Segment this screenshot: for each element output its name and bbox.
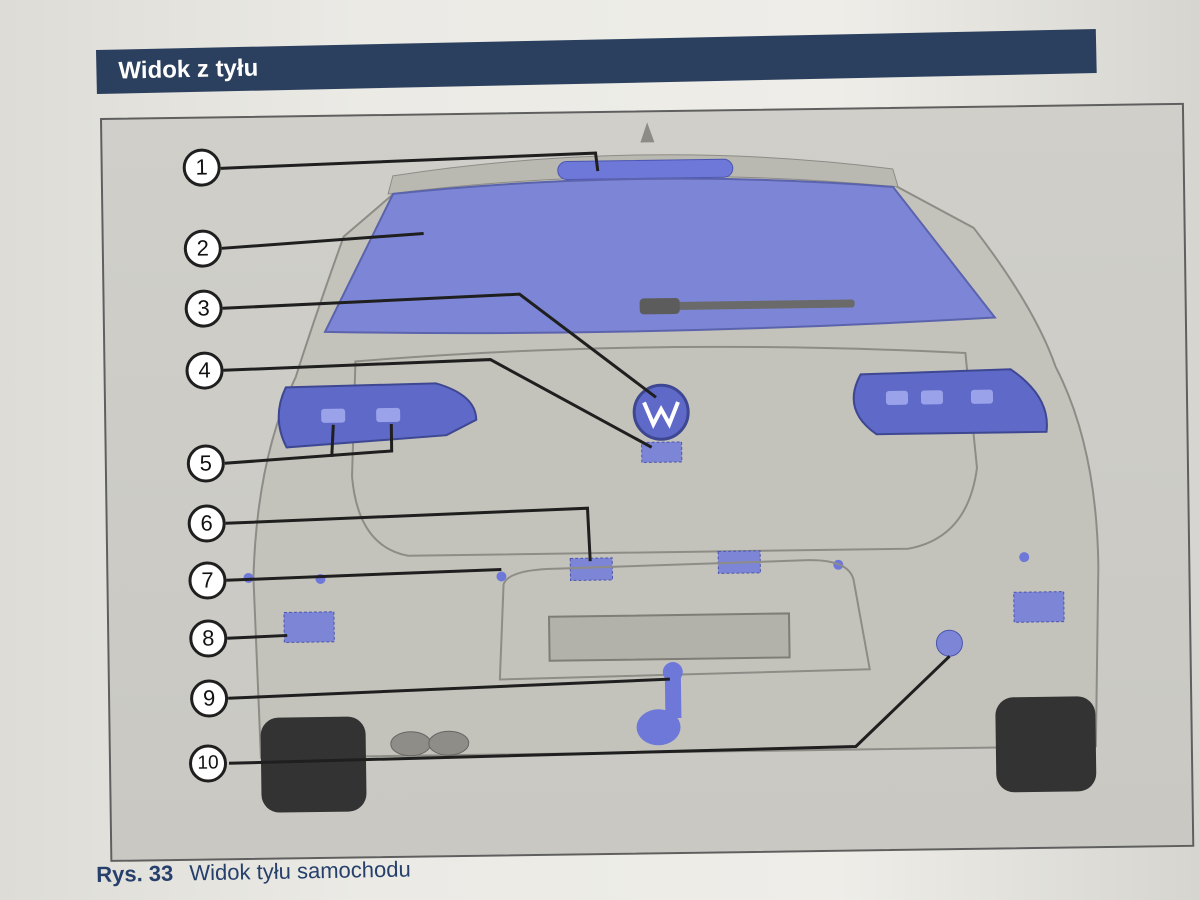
leader-1 [220,151,600,172]
leader-4 [223,358,653,449]
leader-9 [228,677,670,700]
exhaust-pipes-icon [390,731,432,757]
license-plate [547,612,791,662]
caption-text: Widok tyłu samochodu [189,856,411,886]
right-tail-light [852,368,1048,436]
rear-wheel-right [995,696,1097,793]
parking-sensor [496,571,507,582]
tow-hitch-icon [662,662,683,683]
right-lamp-c [970,389,994,404]
plate-light-left [569,557,614,581]
tow-hitch-base [636,709,681,746]
towing-eye-cover [935,629,963,657]
leader-5a [224,423,394,465]
figure-caption: Rys. 33 Widok tyłu samochodu [96,857,411,888]
rear-wheel-left [260,716,367,813]
section-title: Widok z tyłu [118,54,259,85]
left-lamp-a [321,408,346,423]
parking-sensor [1019,552,1030,563]
right-lamp-a [885,390,909,406]
antenna [640,122,655,143]
leader-10 [228,655,951,765]
leader-2 [221,231,424,250]
leader-3 [222,292,657,399]
side-radar-right [1013,591,1065,623]
leader-5b [330,424,335,457]
exhaust-pipe [428,730,470,756]
side-radar-left [283,611,335,643]
callout-leaders [220,151,951,765]
left-lamp-b [376,407,401,423]
rear-wiper [644,299,855,311]
caption-number: Rys. 33 [96,860,174,887]
wiper-arm [639,297,680,315]
right-lamp-b [920,390,944,405]
tow-hitch-arm [664,677,682,719]
bumper-recess [498,559,871,681]
tailgate [351,345,978,557]
vw-logo-mark [642,401,680,430]
figure-frame: 1 2 3 4 5 6 7 8 9 10 [100,102,1195,862]
car-rear-illustration [220,122,1100,813]
leader-6 [225,506,592,562]
third-brake-light [557,158,734,180]
leader-8 [227,633,288,640]
leader-7 [226,567,502,582]
